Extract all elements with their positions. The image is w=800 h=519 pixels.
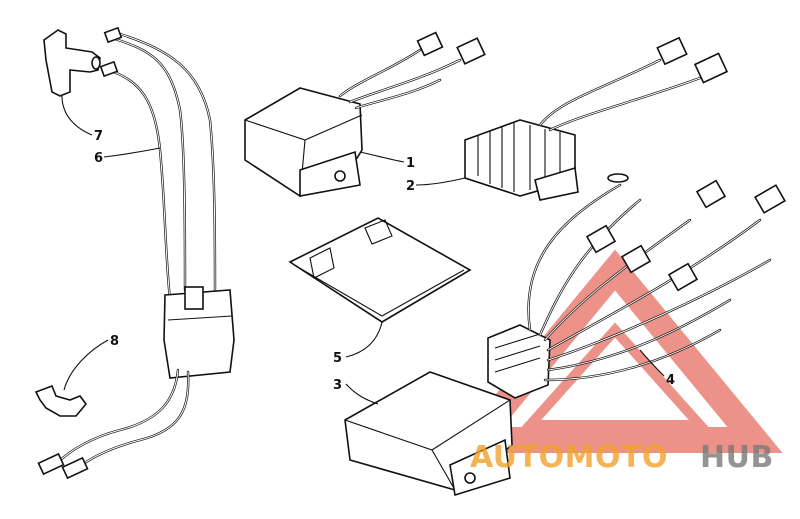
- leader-2: [415, 177, 466, 186]
- callout-labels: 7 6 8 1 2 5 3 4: [94, 129, 675, 393]
- callout-8: 8: [110, 334, 119, 349]
- bullet-connector-1: [37, 452, 65, 476]
- callout-5: 5: [333, 351, 342, 366]
- cdi-mount-tab: [299, 150, 361, 197]
- ecu-mount-tab: [449, 438, 511, 497]
- ecu-module: [344, 371, 513, 497]
- coil-primary-wire-2: [76, 370, 190, 470]
- watermark-brand-automoto: AUTOMOTO: [470, 440, 668, 475]
- ht-lead-3: [106, 68, 172, 302]
- leader-7: [61, 95, 93, 136]
- harness-connector-e: [667, 262, 699, 292]
- callout-1: 1: [406, 156, 415, 171]
- wire-clip: [34, 384, 88, 417]
- harness-connector-b: [754, 184, 786, 214]
- watermark-brand: AUTOMOTO HUB: [470, 440, 774, 475]
- spark-plug-cap: [43, 29, 101, 97]
- voltage-regulator: [464, 36, 729, 201]
- watermark-brand-hub: HUB: [700, 440, 774, 475]
- callout-2: 2: [406, 179, 415, 194]
- callout-4: 4: [666, 373, 675, 388]
- leader-lines: [61, 95, 665, 405]
- leader-5: [345, 321, 383, 358]
- leader-3: [345, 383, 379, 405]
- insulator-pad: [288, 217, 472, 323]
- clip-body: [34, 384, 88, 417]
- leader-4: [639, 349, 665, 377]
- plug-cap-end: [91, 56, 101, 70]
- coil-primary-wire-1: [53, 368, 180, 467]
- callout-7: 7: [94, 129, 103, 144]
- cdi-connector-b: [456, 37, 486, 65]
- harness-connector-a: [695, 179, 727, 209]
- regulator-connector-b: [693, 52, 729, 84]
- cdi-module: [244, 31, 486, 197]
- callout-3: 3: [333, 378, 342, 393]
- main-wiring-harness: [487, 173, 786, 399]
- coil-body: [163, 289, 235, 379]
- regulator-connector-a: [656, 36, 688, 66]
- callout-6: 6: [94, 151, 103, 166]
- leader-8: [63, 339, 109, 391]
- coil-terminal: [184, 286, 204, 310]
- harness-connector-d: [620, 244, 652, 274]
- leader-6: [103, 147, 161, 158]
- harness-connector-c: [585, 224, 617, 254]
- bullet-connector-2: [61, 456, 89, 480]
- ignition-coil-assembly: [37, 26, 235, 480]
- pad-sheet: [288, 217, 472, 323]
- leader-1: [359, 151, 405, 163]
- watermark-triangle-inner: [518, 322, 712, 430]
- regulator-wire-1: [538, 58, 662, 127]
- harness-bullet-terminal: [607, 173, 629, 183]
- harness-main-connector: [487, 324, 551, 399]
- regulator-tab: [534, 166, 579, 201]
- cdi-connector-a: [416, 31, 444, 57]
